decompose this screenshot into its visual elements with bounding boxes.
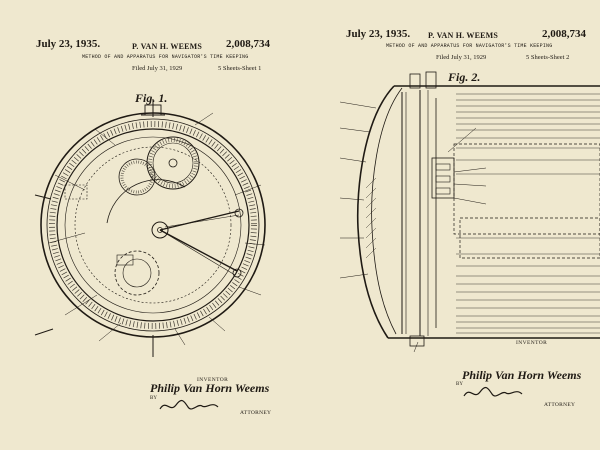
sheet-count: 5 Sheets-Sheet 1 xyxy=(218,65,262,72)
attorney-signature-mark xyxy=(463,386,523,397)
patent-title: METHOD OF AND APPARATUS FOR NAVIGATOR'S … xyxy=(386,43,553,49)
figure-2-section-drawing xyxy=(339,71,600,353)
by-label: BY xyxy=(150,396,157,401)
inventor-label: INVENTOR xyxy=(516,340,548,346)
patent-number: 2,008,734 xyxy=(226,38,270,50)
patent-date: July 23, 1935. xyxy=(36,38,101,50)
by-label: BY xyxy=(456,382,463,387)
attorney-label: ATTORNEY xyxy=(544,402,576,408)
attorney-label: ATTORNEY xyxy=(240,410,272,416)
filed-date: Filed July 31, 1929 xyxy=(132,65,183,72)
patent-title: METHOD OF AND APPARATUS FOR NAVIGATOR'S … xyxy=(82,54,249,60)
patent-date: July 23, 1935. xyxy=(346,28,411,40)
inventor-header: P. VAN H. WEEMS xyxy=(132,42,203,51)
attorney-signature-mark xyxy=(159,399,219,410)
sheet-1: July 23, 1935. P. VAN H. WEEMS 2,008,734… xyxy=(34,38,272,416)
figure-1-dial-drawing xyxy=(34,99,266,357)
sheet-2: July 23, 1935. P. VAN H. WEEMS 2,008,734… xyxy=(300,0,600,450)
inventor-header: P. VAN H. WEEMS xyxy=(428,31,499,40)
figure-label: Fig. 1. xyxy=(135,91,168,105)
sheet-count: 5 Sheets-Sheet 2 xyxy=(526,54,570,61)
inventor-label: INVENTOR xyxy=(197,377,229,383)
filed-date: Filed July 31, 1929 xyxy=(436,54,487,61)
patent-number: 2,008,734 xyxy=(542,28,586,40)
figure-label: Fig. 2. xyxy=(448,70,481,84)
inventor-signature: Philip Van Horn Weems xyxy=(150,381,270,395)
inventor-signature: Philip Van Horn Weems xyxy=(462,368,582,382)
